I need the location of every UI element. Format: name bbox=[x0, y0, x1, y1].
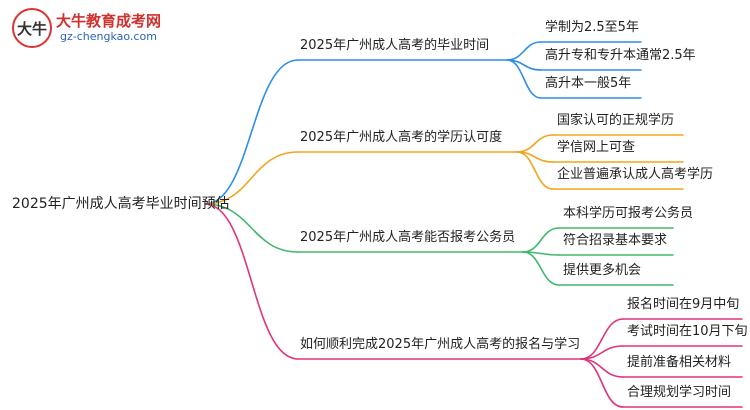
root-to-branch-connector bbox=[204, 59, 299, 205]
leaf-label: 合理规划学习时间 bbox=[627, 385, 732, 400]
branch-to-leaf-connector bbox=[516, 151, 554, 190]
mindmap-root: 2025年广州成人高考毕业时间预估 bbox=[12, 196, 230, 212]
branch-to-leaf-connector bbox=[580, 358, 624, 378]
logo-mark: 大牛 bbox=[12, 8, 52, 48]
leaf-label: 企业普遍承认成人高考学历 bbox=[557, 167, 714, 182]
leaf-label: 学信网上可查 bbox=[557, 140, 636, 155]
leaf-label: 国家认可的正规学历 bbox=[557, 113, 675, 128]
branch-label: 2025年广州成人高考的毕业时间 bbox=[300, 38, 490, 53]
logo-title: 大牛教育成考网 bbox=[56, 12, 162, 30]
branch-to-leaf-connector bbox=[516, 134, 554, 153]
branch-to-leaf-connector bbox=[580, 358, 624, 408]
leaf-label: 提前准备相关材料 bbox=[627, 355, 732, 370]
branch-label: 如何顺利完成2025年广州成人高考的报名与学习 bbox=[300, 337, 581, 352]
leaf-label: 本科学历可报考公务员 bbox=[563, 206, 694, 221]
site-logo[interactable]: 大牛 大牛教育成考网 gz-chengkao.com bbox=[8, 6, 168, 52]
branch-to-leaf-connector bbox=[506, 41, 542, 61]
leaf-label: 报名时间在9月中旬 bbox=[627, 297, 740, 312]
leaf-label: 提供更多机会 bbox=[563, 263, 642, 278]
leaf-label: 高升本一般5年 bbox=[545, 76, 632, 91]
root-to-branch-connector bbox=[204, 203, 299, 360]
root-to-branch-connector bbox=[204, 151, 299, 205]
logo-url: gz-chengkao.com bbox=[60, 30, 157, 43]
root-to-branch-connector bbox=[204, 203, 299, 253]
branch-to-leaf-connector bbox=[506, 59, 542, 99]
leaf-label: 符合招录基本要求 bbox=[563, 233, 668, 248]
branch-label: 2025年广州成人高考能否报考公务员 bbox=[300, 230, 516, 245]
branch-to-leaf-connector bbox=[522, 227, 560, 253]
leaf-label: 考试时间在10月下旬 bbox=[627, 324, 748, 339]
leaf-label: 学制为2.5至5年 bbox=[545, 20, 639, 35]
branch-label: 2025年广州成人高考的学历认可度 bbox=[300, 130, 503, 145]
branch-to-leaf-connector bbox=[522, 251, 560, 286]
leaf-label: 高升专和专升本通常2.5年 bbox=[545, 48, 696, 63]
